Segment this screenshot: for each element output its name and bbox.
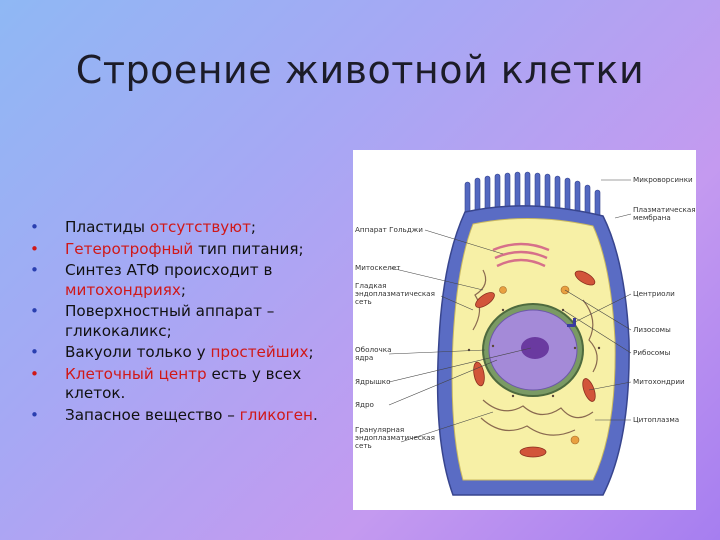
bullet-text: отсутствуют	[149, 218, 251, 236]
label-cytoplasm: Цитоплазма	[633, 415, 680, 424]
label-rough-er: Гранулярная эндоплазматическая сеть	[355, 425, 435, 450]
bullet-item: • Клеточный центр есть у всех клеток.	[28, 365, 348, 404]
label-microvilli: Микроворсинки	[633, 175, 693, 184]
label-golgi: Аппарат Гольджи	[355, 225, 423, 234]
bullet-item: • Гетеротрофный тип питания;	[28, 240, 348, 260]
bullet-dot-icon: •	[30, 405, 39, 424]
bullet-text: Гетеротрофный	[65, 239, 194, 258]
bullet-text: Пластиды	[65, 218, 150, 236]
bullet-dot-icon: •	[30, 364, 39, 383]
cell-diagram: Микроворсинки Плазматическая мембрана Ап…	[353, 150, 696, 510]
bullet-dot-icon: •	[30, 261, 39, 279]
label-nucleus: Ядро	[355, 400, 374, 409]
label-lysosome: Лизосомы	[633, 325, 671, 334]
label-smooth-er: Гладкая эндоплазматическая сеть	[355, 281, 435, 306]
bullet-text: ;	[180, 280, 186, 299]
bullet-text: Запасное вещество –	[65, 405, 240, 424]
bullet-text: Вакуоли только у	[65, 343, 211, 361]
bullet-text: ;	[308, 343, 314, 361]
label-plasma-membrane: Плазматическая мембрана	[633, 205, 696, 222]
bullet-text: ;	[250, 218, 257, 236]
label-cytoskeleton: Митоскелет	[355, 263, 401, 272]
nucleolus-graphic	[521, 337, 549, 359]
golgi-graphic	[492, 242, 550, 268]
bullet-item: • Вакуоли только у простейших;	[28, 343, 348, 363]
bullet-dot-icon: •	[30, 343, 39, 361]
bullet-text: митохондриях	[65, 280, 181, 299]
bullet-list: • Пластиды отсутствуют; • Гетеротрофный тип…	[28, 218, 348, 427]
bullet-text: простейших	[210, 343, 309, 361]
mitochondria-graphic	[473, 270, 596, 458]
bullet-text: тип питания;	[193, 239, 304, 258]
cell-illustration	[388, 171, 632, 496]
bullet-item: • Синтез АТФ происходит в митохондриях;	[28, 261, 348, 300]
bullet-text: есть у всех клеток.	[65, 364, 302, 403]
bullet-item: • Пластиды отсутствуют;	[28, 218, 348, 238]
label-centriole: Центриоли	[633, 289, 675, 298]
centriole-graphic	[567, 318, 576, 327]
bullet-text: Клеточный центр	[65, 364, 207, 383]
bullet-item: • Поверхностный аппарат – гликокаликс;	[28, 302, 348, 341]
bullet-text: .	[312, 405, 318, 424]
label-nuclear-envelope: Оболочка ядра	[355, 345, 392, 362]
bullet-dot-icon: •	[30, 239, 39, 258]
lysosome-graphic	[499, 285, 580, 445]
bullet-text: гликоген	[239, 405, 313, 424]
label-nucleolus: Ядрышко	[355, 377, 391, 386]
bullet-text: Поверхностный аппарат – гликокаликс;	[65, 302, 275, 340]
bullet-dot-icon: •	[30, 218, 39, 236]
er-graphic	[472, 269, 598, 436]
label-ribosome: Рибосомы	[633, 348, 671, 357]
leader-lines	[388, 179, 632, 443]
bullet-item: • Запасное вещество – гликоген.	[28, 406, 348, 426]
label-mitochondria: Митохондрии	[633, 377, 685, 386]
slide-title: Строение животной клетки	[75, 48, 645, 92]
bullet-text: Синтез АТФ происходит в	[65, 261, 273, 279]
bullet-dot-icon: •	[30, 302, 39, 320]
